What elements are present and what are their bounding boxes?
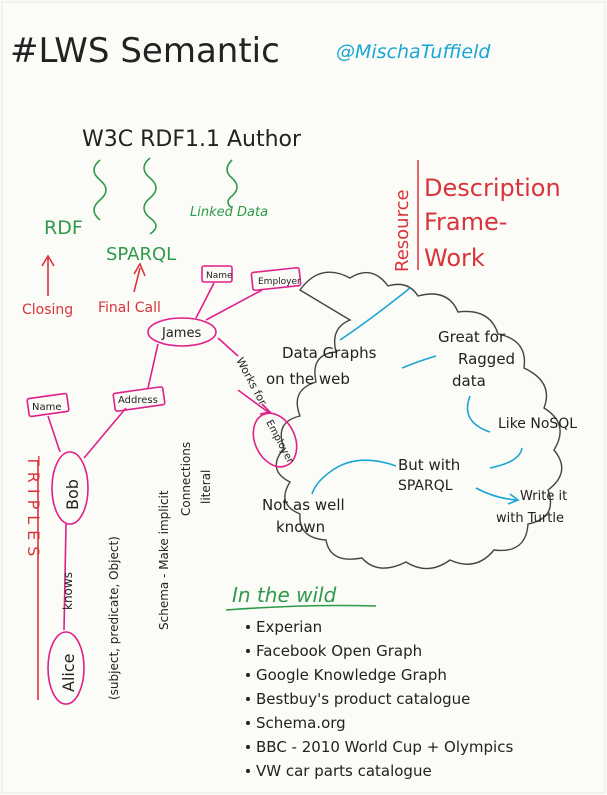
squiggle-rdf: [93, 159, 107, 221]
node-bob: [51, 451, 89, 525]
label-alice: Alice: [59, 654, 78, 692]
node-address: [112, 386, 166, 412]
cloud-write-turtle-1: Write it: [520, 489, 567, 504]
list-item: Experian: [256, 618, 322, 636]
bullet-icon: [246, 625, 250, 629]
squiggle-linked-data: [226, 159, 238, 209]
cloud-but-with-1: But with: [398, 456, 460, 474]
label-name-2: Name: [32, 402, 62, 413]
bullet-icon: [246, 673, 250, 677]
edge-james-address: [147, 343, 159, 389]
list-item: BBC - 2010 World Cup + Olympics: [256, 738, 513, 756]
cloud-data-graphs-2: on the web: [266, 370, 350, 388]
rdf-label: RDF: [44, 217, 83, 239]
cloud-data-graphs-1: Data Graphs: [282, 344, 377, 362]
cloud-great-for-3: data: [452, 372, 486, 390]
edge-james-works: [217, 337, 239, 357]
linked-data-label: Linked Data: [190, 205, 268, 220]
author-handle: @MischaTuffield: [336, 41, 491, 63]
bullet-points: [246, 625, 250, 773]
bullet-icon: [246, 769, 250, 773]
bullet-icon: [246, 745, 250, 749]
list-item: VW car parts catalogue: [256, 762, 432, 780]
schema-note-3: literal: [199, 470, 213, 504]
node-james: [147, 317, 217, 347]
node-employer: [250, 266, 302, 292]
bullet-icon: [246, 721, 250, 725]
label-name-1: Name: [206, 271, 233, 281]
edges-james-top: [195, 282, 263, 321]
bullet-icon: [246, 649, 250, 653]
connector-data-graphs: [339, 287, 411, 341]
label-james: James: [161, 326, 201, 341]
connector-not-as-well: [311, 459, 397, 495]
cloud-great-for-1: Great for: [438, 328, 506, 346]
connector-but-with: [489, 447, 523, 469]
bullet-icon: [246, 697, 250, 701]
label-bob: Bob: [63, 479, 82, 510]
cloud-not-as-well-1: Not as well: [262, 496, 345, 514]
rdf-title-frame: Frame-: [424, 208, 507, 236]
schema-note-1: Schema - Make implicit: [157, 490, 171, 630]
rdf-title-resource: Resource: [392, 189, 413, 272]
node-name-2: [26, 392, 70, 418]
spo-label: (subject, predicate, Object): [107, 536, 121, 700]
label-knows: knows: [61, 572, 75, 610]
cloud-but-with-2: SPARQL: [398, 478, 453, 494]
in-the-wild-list: Experian Facebook Open Graph Google Know…: [256, 618, 513, 780]
schema-note-2: Connections: [179, 442, 193, 516]
list-item: Schema.org: [256, 714, 346, 732]
rdf-title-work: Work: [424, 244, 485, 272]
edge-address-bob: [83, 407, 127, 459]
closing-label: Closing: [22, 302, 73, 318]
sparql-label: SPARQL: [106, 244, 176, 265]
connector-like-nosql: [466, 395, 491, 433]
cloud-not-as-well-2: known: [276, 518, 325, 536]
cloud-like-nosql: Like NoSQL: [498, 416, 577, 432]
list-item: Google Knowledge Graph: [256, 666, 447, 684]
arrow-final-call: [133, 262, 146, 293]
edge-name-bob: [47, 415, 61, 453]
node-name-1: [201, 265, 233, 283]
w3c-header: W3C RDF1.1 Author: [82, 127, 302, 152]
node-alice: [47, 631, 85, 705]
in-the-wild-underline: [225, 604, 377, 611]
final-call-label: Final Call: [98, 300, 161, 316]
list-item: Bestbuy's product catalogue: [256, 690, 470, 708]
cloud-great-for-2: Ragged: [458, 350, 515, 368]
rdf-title-description: Description: [424, 174, 561, 202]
edge-bob-alice: [63, 523, 67, 631]
label-address: Address: [118, 395, 158, 406]
page-title: #LWS Semantic: [10, 31, 280, 71]
cloud-write-turtle-2: with Turtle: [496, 511, 564, 526]
cloud-shape: [275, 271, 563, 570]
connector-great-for: [401, 355, 437, 369]
triples-label: TRIPLES: [24, 455, 43, 562]
label-employer: Employer: [258, 277, 301, 287]
arrow-closing: [41, 254, 55, 296]
list-item: Facebook Open Graph: [256, 642, 422, 660]
node-employer-value: [252, 412, 298, 468]
in-the-wild-heading: In the wild: [232, 583, 337, 607]
edge-works-arrow: [237, 389, 272, 415]
squiggle-sparql: [143, 157, 157, 235]
connector-turtle: [475, 487, 520, 505]
